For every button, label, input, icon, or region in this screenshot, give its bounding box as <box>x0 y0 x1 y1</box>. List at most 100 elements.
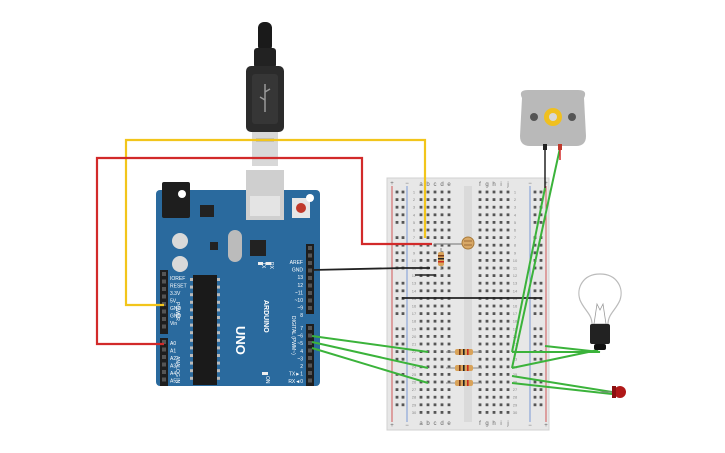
wire-green-bulb[interactable] <box>512 345 601 353</box>
breadboard-hole[interactable] <box>419 357 423 361</box>
breadboard-hole[interactable] <box>440 395 444 399</box>
breadboard-hole[interactable] <box>419 243 423 247</box>
breadboard-hole[interactable] <box>433 388 437 391</box>
rail-hole[interactable] <box>533 190 537 194</box>
breadboard-hole[interactable] <box>492 403 496 407</box>
rail-hole[interactable] <box>395 403 399 407</box>
breadboard-hole[interactable] <box>499 289 503 293</box>
breadboard-hole[interactable] <box>426 357 430 361</box>
breadboard-hole[interactable] <box>506 236 510 239</box>
breadboard-hole[interactable] <box>499 357 503 361</box>
breadboard-hole[interactable] <box>419 198 423 201</box>
rail-hole[interactable] <box>395 342 399 346</box>
breadboard-hole[interactable] <box>447 221 451 224</box>
breadboard-hole[interactable] <box>447 388 451 391</box>
breadboard-hole[interactable] <box>419 221 423 224</box>
breadboard-hole[interactable] <box>433 213 437 217</box>
breadboard-hole[interactable] <box>426 228 430 232</box>
breadboard-hole[interactable] <box>478 365 482 369</box>
breadboard-hole[interactable] <box>440 236 444 239</box>
wire-green-motor-a[interactable] <box>511 187 546 353</box>
rail-hole[interactable] <box>401 251 405 255</box>
breadboard-hole[interactable] <box>447 251 451 255</box>
breadboard-hole[interactable] <box>440 388 444 391</box>
breadboard-hole[interactable] <box>492 281 496 285</box>
header-pin[interactable] <box>162 355 166 359</box>
header-pin[interactable] <box>308 356 312 360</box>
rail-hole[interactable] <box>539 327 543 331</box>
breadboard-hole[interactable] <box>426 342 430 346</box>
breadboard-hole[interactable] <box>419 228 423 232</box>
breadboard-hole[interactable] <box>433 350 437 353</box>
wire-yellow-5v[interactable] <box>124 138 427 307</box>
resistor[interactable] <box>446 349 482 355</box>
breadboard-hole[interactable] <box>492 289 496 293</box>
breadboard-hole[interactable] <box>499 327 503 331</box>
rail-hole[interactable] <box>533 266 537 270</box>
breadboard-hole[interactable] <box>506 380 510 384</box>
breadboard-hole[interactable] <box>419 190 423 194</box>
breadboard-hole[interactable] <box>447 403 451 407</box>
breadboard-hole[interactable] <box>440 221 444 224</box>
breadboard-hole[interactable] <box>433 236 437 239</box>
breadboard-hole[interactable] <box>426 198 430 201</box>
rail-hole[interactable] <box>395 380 399 384</box>
header-pin[interactable] <box>308 268 312 273</box>
breadboard-hole[interactable] <box>440 319 444 323</box>
rail-hole[interactable] <box>401 335 405 338</box>
breadboard-hole[interactable] <box>478 190 482 194</box>
breadboard-hole[interactable] <box>433 411 437 414</box>
header-pin[interactable] <box>308 291 312 295</box>
breadboard-hole[interactable] <box>440 228 444 232</box>
rail-hole[interactable] <box>539 243 543 247</box>
rail-hole[interactable] <box>395 388 399 391</box>
breadboard-hole[interactable] <box>492 266 496 270</box>
breadboard-hole[interactable] <box>447 319 451 323</box>
rail-hole[interactable] <box>401 388 405 391</box>
breadboard-hole[interactable] <box>419 289 423 293</box>
breadboard-hole[interactable] <box>506 403 510 407</box>
breadboard-hole[interactable] <box>499 213 503 217</box>
breadboard-hole[interactable] <box>478 342 482 346</box>
breadboard-hole[interactable] <box>492 236 496 239</box>
rail-hole[interactable] <box>533 373 537 376</box>
breadboard-hole[interactable] <box>485 281 489 285</box>
breadboard-hole[interactable] <box>499 373 503 376</box>
breadboard-hole[interactable] <box>499 312 503 315</box>
breadboard-hole[interactable] <box>492 243 496 247</box>
breadboard-hole[interactable] <box>485 274 489 277</box>
breadboard-hole[interactable] <box>426 221 430 224</box>
rail-hole[interactable] <box>533 395 537 399</box>
breadboard-hole[interactable] <box>419 380 423 384</box>
rail-hole[interactable] <box>401 395 405 399</box>
photoresistor[interactable] <box>434 236 475 250</box>
light-bulb[interactable] <box>578 273 622 350</box>
breadboard-hole[interactable] <box>492 411 496 414</box>
rail-hole[interactable] <box>539 357 543 361</box>
breadboard-hole[interactable] <box>426 304 430 308</box>
breadboard-hole[interactable] <box>419 236 423 239</box>
breadboard-hole[interactable] <box>426 327 430 331</box>
breadboard-hole[interactable] <box>433 395 437 399</box>
breadboard-hole[interactable] <box>485 403 489 407</box>
breadboard-hole[interactable] <box>426 190 430 194</box>
usb-cable[interactable] <box>246 22 284 166</box>
header-pin[interactable] <box>308 276 312 280</box>
header-pin[interactable] <box>308 261 312 265</box>
rail-hole[interactable] <box>395 190 399 194</box>
breadboard-hole[interactable] <box>492 319 496 323</box>
breadboard-hole[interactable] <box>447 327 451 331</box>
breadboard-hole[interactable] <box>426 388 430 391</box>
breadboard-hole[interactable] <box>426 205 430 209</box>
breadboard-hole[interactable] <box>506 221 510 224</box>
breadboard-hole[interactable] <box>478 251 482 255</box>
breadboard-hole[interactable] <box>426 289 430 293</box>
breadboard-hole[interactable] <box>506 327 510 331</box>
breadboard-hole[interactable] <box>433 221 437 224</box>
rail-hole[interactable] <box>401 312 405 315</box>
wire-red-a0[interactable] <box>95 156 432 346</box>
breadboard-hole[interactable] <box>433 251 437 255</box>
breadboard-hole[interactable] <box>492 335 496 338</box>
rail-hole[interactable] <box>395 350 399 353</box>
breadboard-hole[interactable] <box>506 243 510 247</box>
